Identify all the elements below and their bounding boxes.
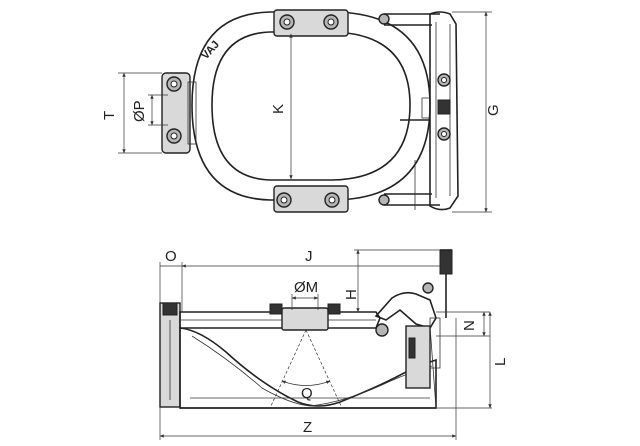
hinge-block [421, 97, 431, 119]
cover-bolt [327, 303, 341, 315]
hull-inner [191, 335, 311, 407]
dimension-p: ØP [131, 100, 148, 122]
end-flange-bolt [162, 302, 178, 316]
dimension-l: L [492, 358, 509, 366]
bolt-hole [170, 80, 178, 88]
hinge-plate [429, 11, 459, 211]
flange-rib [187, 81, 197, 145]
side-view: O J ØM H N L Q Z [159, 248, 509, 440]
cover-plate [179, 311, 381, 329]
hinge-pin [422, 282, 434, 294]
cover-bolt [269, 303, 283, 315]
dimension-z: Z [303, 419, 312, 436]
hinge-pin [378, 13, 390, 25]
hinge-pin [375, 323, 389, 337]
hinge-block [437, 99, 451, 115]
dimension-n: N [461, 320, 478, 331]
bolt-hole [441, 131, 447, 137]
dimension-o: O [165, 248, 177, 265]
dimension-m: ØM [294, 279, 318, 296]
dimension-q: Q [301, 385, 313, 402]
bolt-hole [327, 18, 335, 26]
center-boss [281, 307, 329, 331]
hinge-pin [378, 194, 390, 206]
outer-ring [191, 11, 431, 201]
dimension-j: J [305, 248, 313, 265]
bolt-hole [280, 196, 288, 204]
angle-arc [281, 380, 331, 386]
angle-line [269, 329, 307, 409]
bolt-hole [328, 196, 336, 204]
hinge-post [429, 317, 441, 369]
hinge-bracket-edge [429, 325, 437, 409]
bolt-hole [283, 18, 291, 26]
dimension-h: H [343, 289, 360, 300]
swing-arm [374, 291, 437, 329]
brand-label: VAJ [199, 39, 222, 62]
bolt-hole [170, 132, 178, 140]
dimension-t: T [101, 111, 118, 120]
bolt-hole [441, 77, 447, 83]
hinge-bracket-nut [408, 337, 416, 359]
top-view: VAJ T ØP K G [101, 9, 502, 213]
dimension-g: G [485, 104, 502, 116]
dimension-k: K [270, 104, 287, 114]
angle-line [305, 329, 343, 409]
inner-opening [211, 31, 411, 181]
